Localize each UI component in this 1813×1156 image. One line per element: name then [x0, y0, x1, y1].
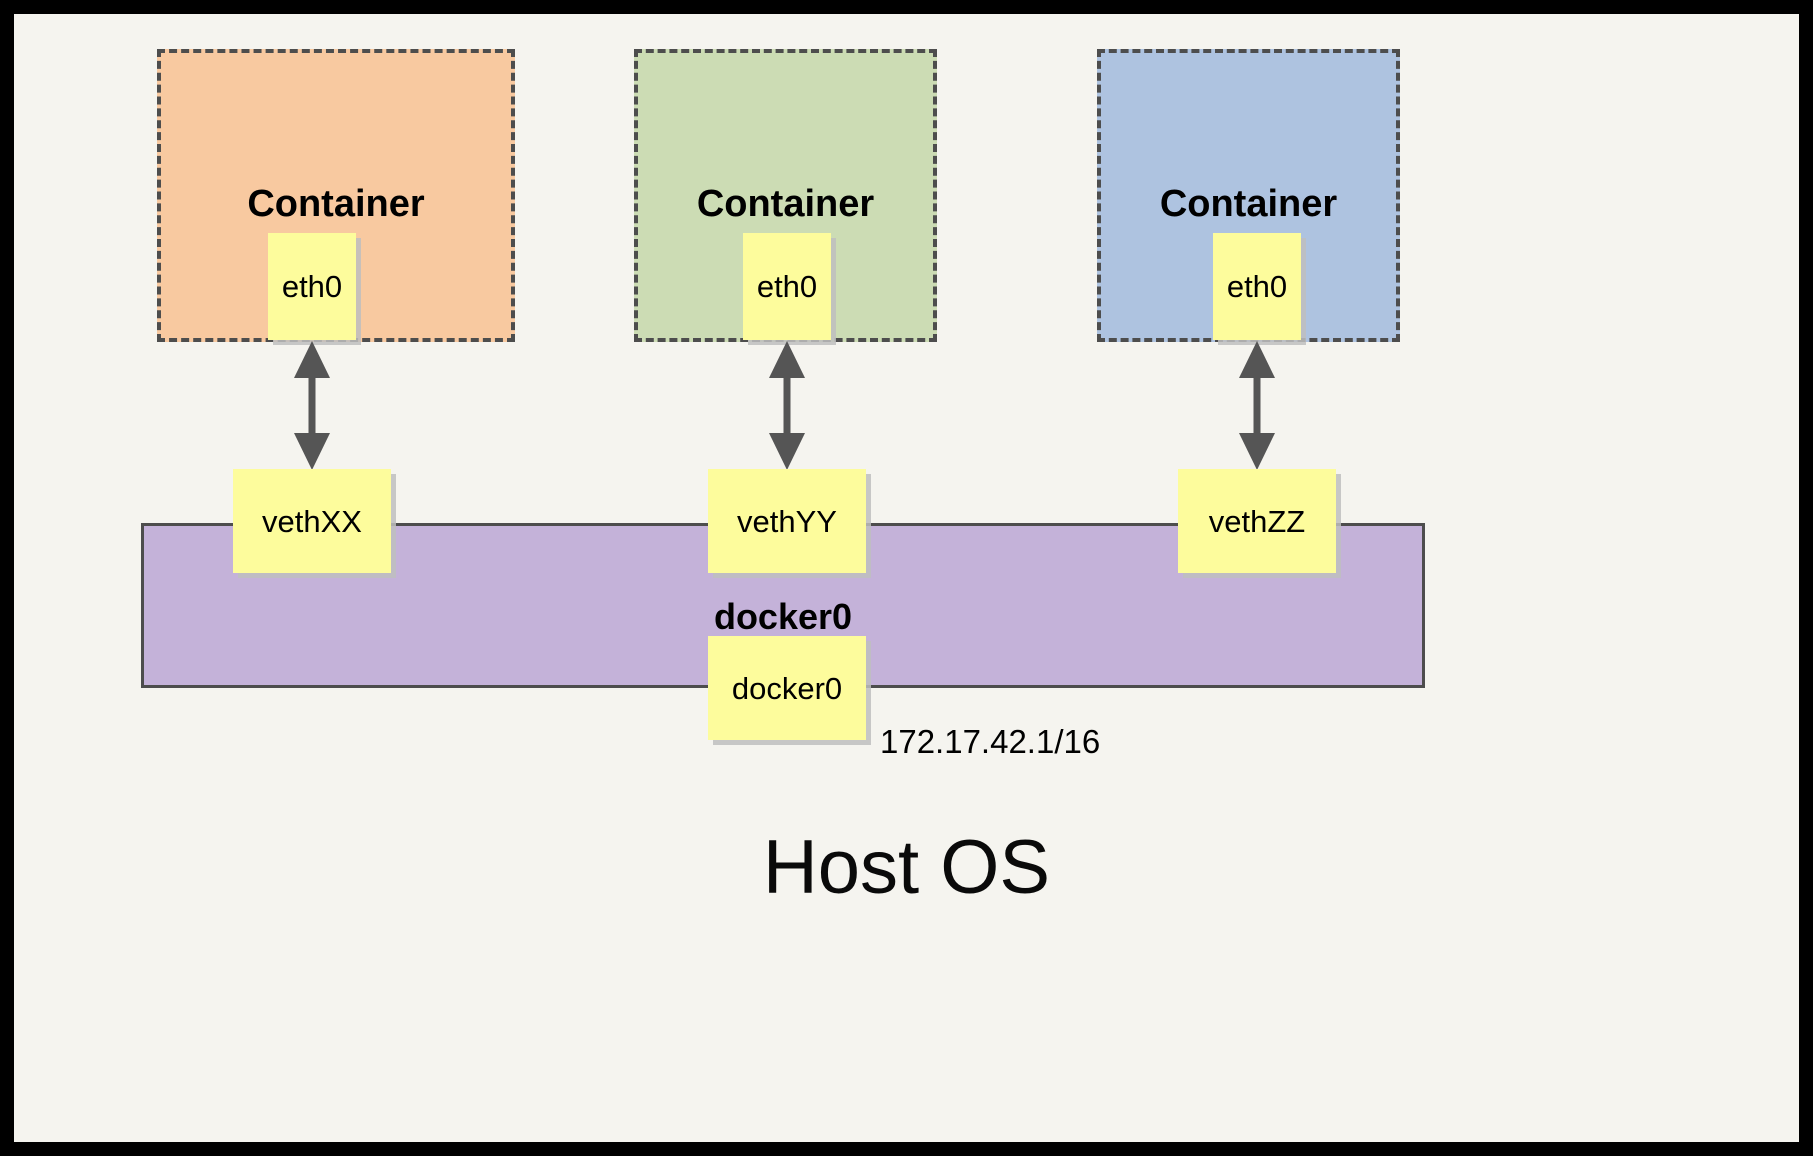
veth-label-2: vethYY	[737, 503, 837, 539]
docker0-interface-box: docker0	[708, 636, 866, 740]
diagram-canvas: Container eth0 Container eth0 Container …	[14, 14, 1799, 1142]
host-os-label: Host OS	[762, 825, 1051, 910]
eth0-label-1: eth0	[281, 269, 343, 304]
docker0-ip-address: 172.17.42.1/16	[880, 723, 1101, 760]
veth-box-1: vethXX	[233, 469, 391, 573]
container-title-3: Container	[1159, 183, 1338, 225]
docker0-bridge-label: docker0	[713, 596, 853, 637]
veth-label-3: vethZZ	[1208, 503, 1306, 539]
container-title-1: Container	[247, 183, 425, 225]
docker0-interface-label: docker0	[731, 670, 843, 706]
veth-label-1: vethXX	[262, 503, 362, 539]
eth0-box-1: eth0	[268, 233, 356, 340]
container-title-2: Container	[696, 183, 875, 225]
eth0-box-3: eth0	[1213, 233, 1301, 340]
eth0-box-2: eth0	[743, 233, 831, 340]
eth0-label-2: eth0	[756, 269, 818, 304]
eth0-label-3: eth0	[1226, 269, 1288, 304]
link-arrow-1	[294, 341, 330, 470]
link-arrow-3	[1239, 341, 1275, 470]
veth-box-2: vethYY	[708, 469, 866, 573]
link-arrow-2	[769, 341, 805, 470]
veth-box-3: vethZZ	[1178, 469, 1336, 573]
